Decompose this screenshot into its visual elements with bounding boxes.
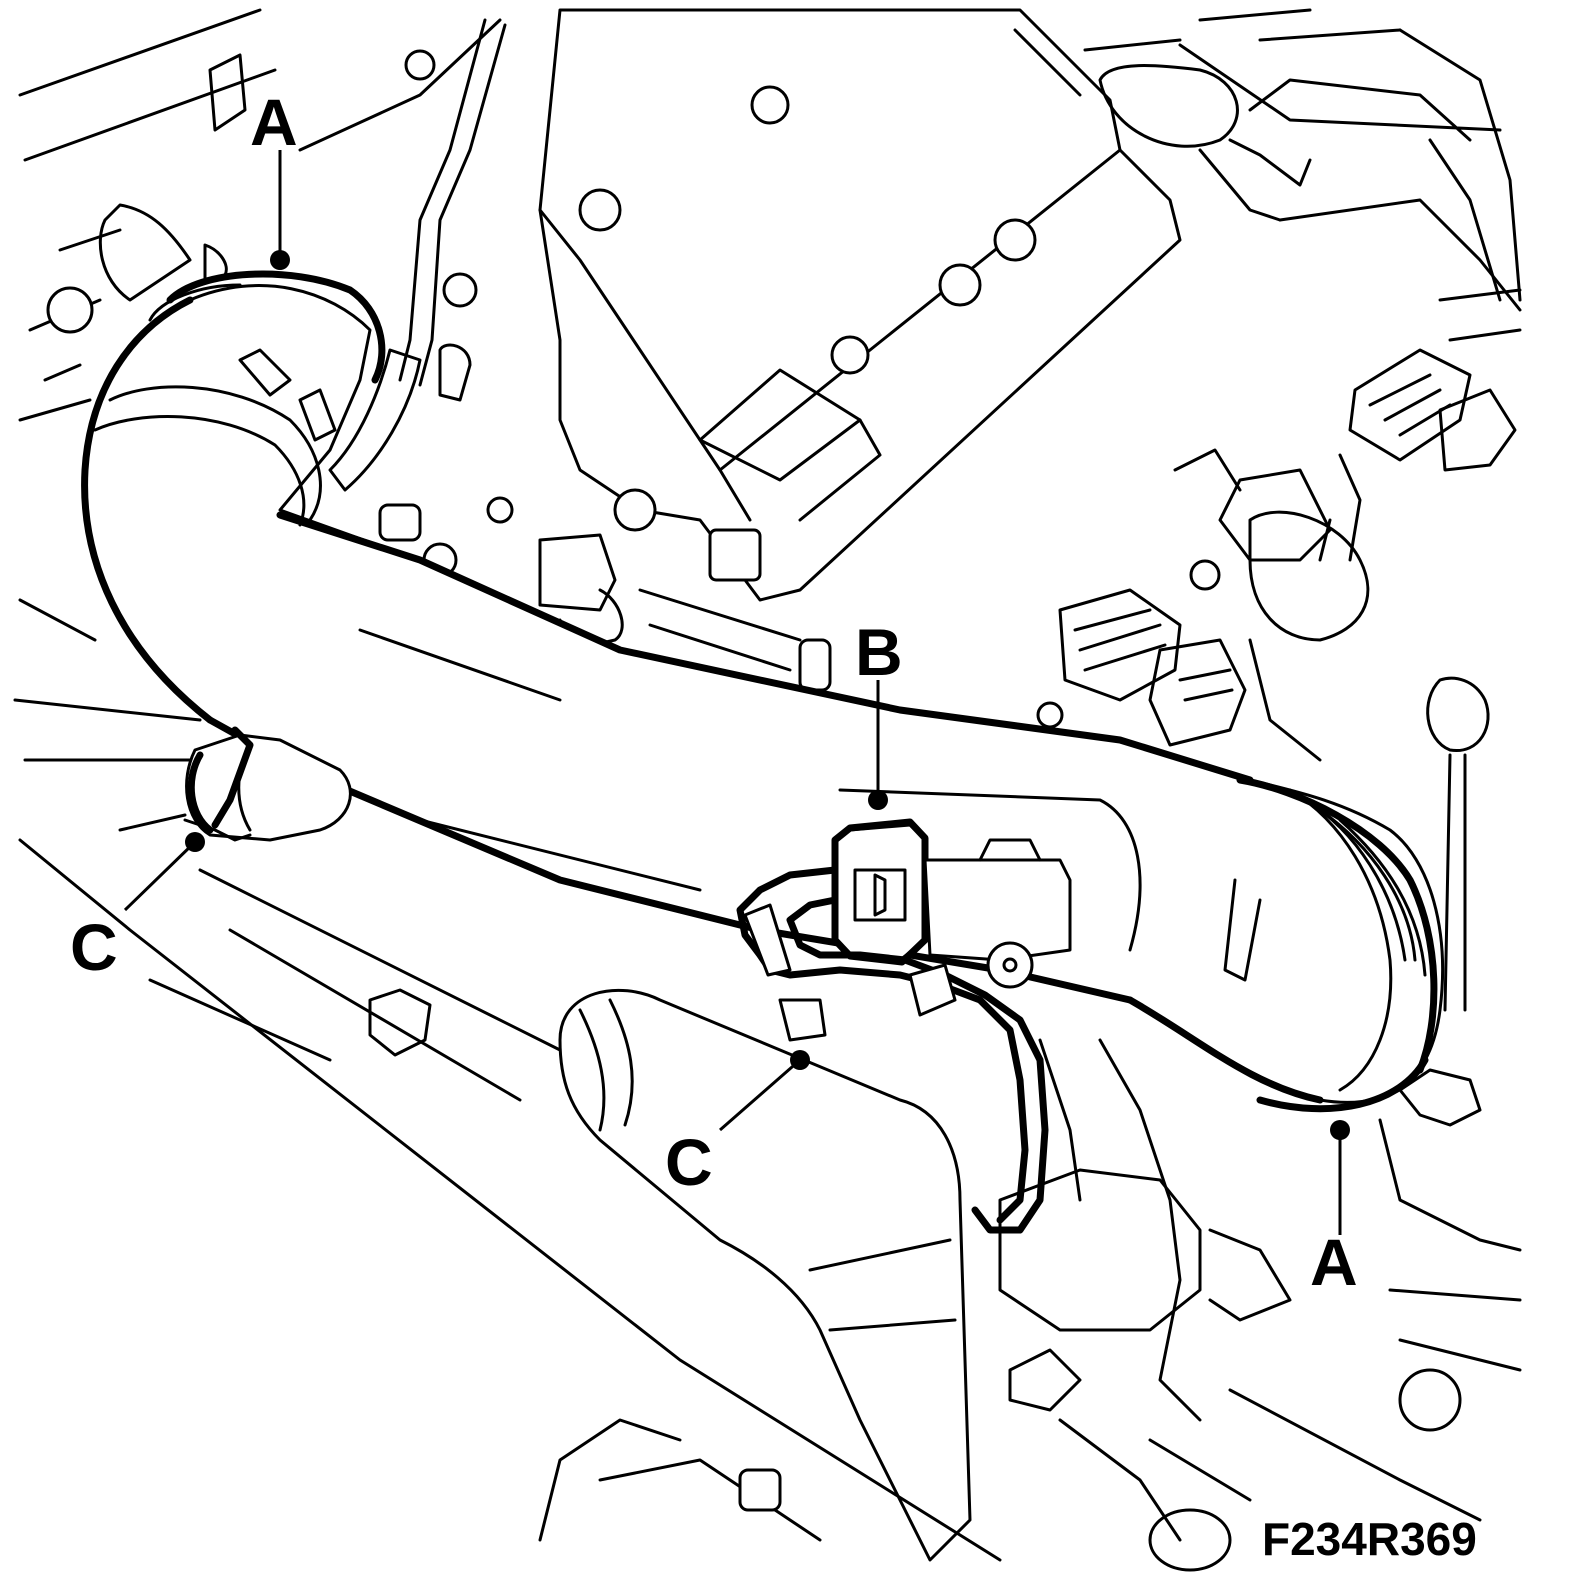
callout-label-C2: C: [665, 1125, 713, 1199]
vacuum-line: [328, 18, 832, 692]
leader-C1: [123, 840, 197, 912]
figure-reference-code: F234R369: [1262, 1513, 1477, 1565]
callout-dot-A1: [270, 250, 290, 270]
intercooler-hose: [81, 243, 1444, 1113]
callout-dot-B: [868, 790, 888, 810]
callout-label-C1: C: [70, 910, 118, 984]
callout-labels: A B C C A: [70, 85, 1358, 1299]
callout-label-B: B: [855, 615, 903, 689]
callout-label-A1: A: [250, 85, 298, 159]
boost-sensor: [736, 818, 1072, 1234]
callout-dot-C1: [185, 832, 205, 852]
cylinder-head-cover: [404, 8, 1312, 602]
injector-connectors: [1036, 348, 1517, 762]
callout-label-A2: A: [1310, 1225, 1358, 1299]
lower-intercooler-pipe: [558, 988, 1292, 1562]
bypass-hose-left: [183, 726, 352, 842]
callout-leaders: [123, 150, 1350, 1235]
leader-C2: [719, 1058, 801, 1132]
callout-dot-A2: [1330, 1120, 1350, 1140]
callout-dot-C2: [790, 1050, 810, 1070]
engine-bay-linework: [13, 8, 1522, 1572]
